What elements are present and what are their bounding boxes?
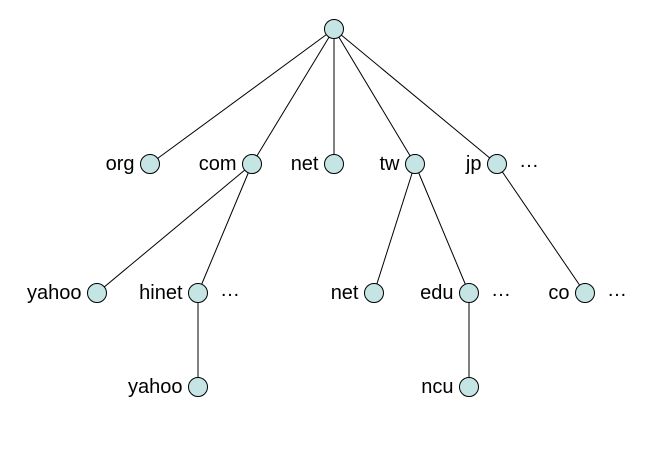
ellipsis-co: … [607, 279, 627, 301]
edge-root-to-jp [333, 28, 498, 165]
label-com-yahoo: yahoo [27, 282, 82, 304]
edge-com-to-hinet [197, 163, 253, 294]
edge-tw-to-edu [414, 163, 470, 294]
node-com-yahoo [87, 283, 107, 303]
edge-tw-to-tw-net [373, 163, 416, 294]
label-jp: jp [465, 153, 482, 175]
ellipsis-edu: … [491, 279, 511, 301]
label-co: co [548, 282, 569, 304]
node-hinet [188, 283, 208, 303]
node-root [324, 19, 344, 39]
edge-root-to-org [149, 28, 335, 165]
node-com [242, 154, 262, 174]
tree-labels: org com net tw jp … yahoo hinet … net edu … co … yahoo… [27, 150, 627, 398]
tree-nodes [87, 19, 595, 397]
label-com: com [199, 153, 237, 175]
label-tw-net: net [331, 282, 359, 304]
node-edu [459, 283, 479, 303]
ellipsis-jp: … [519, 150, 539, 172]
edge-root-to-com [251, 28, 335, 165]
edge-jp-to-co [496, 163, 586, 294]
node-tw [405, 154, 425, 174]
ellipsis-hinet: … [220, 279, 240, 301]
tree-edges [96, 28, 586, 387]
label-edu: edu [420, 282, 453, 304]
node-ncu [459, 377, 479, 397]
label-hinet: hinet [139, 282, 183, 304]
label-ncu: ncu [421, 376, 453, 398]
node-jp [487, 154, 507, 174]
node-tw-net [364, 283, 384, 303]
label-org: org [106, 153, 135, 175]
edge-com-to-com-yahoo [96, 163, 253, 294]
edge-root-to-tw [333, 28, 416, 165]
node-hinet-yahoo [188, 377, 208, 397]
label-tw: tw [380, 153, 401, 175]
node-org [140, 154, 160, 174]
label-net: net [291, 153, 319, 175]
node-co [575, 283, 595, 303]
node-net [324, 154, 344, 174]
label-hinet-yahoo: yahoo [128, 376, 183, 398]
